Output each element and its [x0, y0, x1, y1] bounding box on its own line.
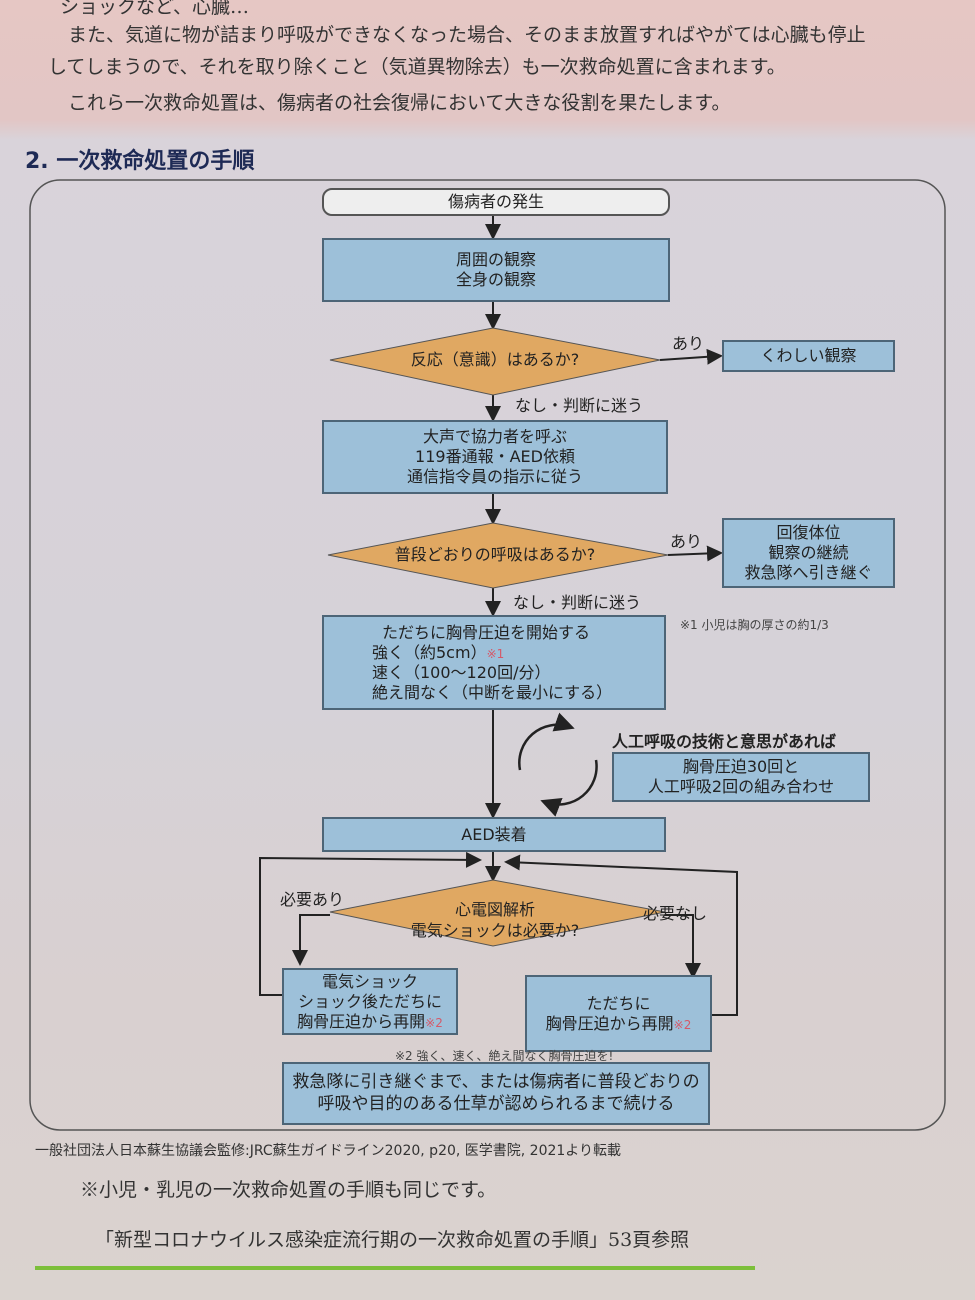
- q3-line: 電気ショックは必要か?: [410, 920, 580, 940]
- detailed-observation-label: くわしい観察: [760, 346, 857, 365]
- observe-line: 全身の観察: [455, 270, 536, 289]
- aed-label: AED装着: [461, 824, 527, 844]
- detailed-observation-box: くわしい観察: [722, 340, 895, 372]
- intro-line-1: また、気道に物が詰まり呼吸ができなくなった場合、そのまま放置すればやがては心臓も…: [68, 24, 866, 46]
- cpr-line: 絶え間なく（中断を最小にする）: [372, 682, 613, 702]
- cpr-box: ただちに胸骨圧迫を開始する 強く（約5cm）※1 速く（100〜120回/分） …: [322, 615, 666, 710]
- note1-mark: ※1: [486, 646, 505, 661]
- cpr-line: 強く（約5cm）: [372, 642, 487, 662]
- q2-text: 普段どおりの呼吸はあるか?: [394, 545, 596, 564]
- observe-line: 周囲の観察: [455, 250, 536, 269]
- final-line: 救急隊に引き継ぐまで、または傷病者に普段どおりの: [292, 1072, 700, 1093]
- breath-line: 胸骨圧迫30回と: [682, 757, 800, 776]
- q2-yes-label: あり: [670, 532, 703, 551]
- shock-line: ショック後ただちに: [297, 991, 442, 1011]
- footer-rule: [35, 1266, 755, 1270]
- call-line: 大声で協力者を呼ぶ: [422, 427, 567, 446]
- observe-box: 周囲の観察全身の観察: [322, 238, 670, 302]
- continue-box: 救急隊に引き継ぐまで、または傷病者に普段どおりの呼吸や目的のある仕草が認められる…: [282, 1062, 710, 1125]
- breath-line: 人工呼吸2回の組み合わせ: [647, 777, 835, 796]
- shock-line: 胸骨圧迫から再開: [297, 1011, 426, 1031]
- intro-line-3: これら一次救命処置は、傷病者の社会復帰において大きな役割を果たします。: [68, 92, 731, 114]
- cycle-arrows-icon: [518, 712, 598, 817]
- shock-line: 電気ショック: [321, 971, 418, 991]
- start-label: 傷病者の発生: [447, 192, 544, 211]
- q3-yes-label: 必要あり: [280, 890, 345, 909]
- call-line: 119番通報・AED依頼: [415, 447, 575, 466]
- footnote-1: ※小児・乳児の一次救命処置の手順も同じです。: [80, 1179, 497, 1201]
- q1-no-label: なし・判断に迷う: [515, 396, 644, 415]
- q3-text: 心電図解析電気ショックは必要か?: [390, 900, 600, 942]
- aed-box: AED装着: [322, 817, 666, 852]
- decision-diamond-3: [329, 879, 666, 947]
- citation: 一般社団法人日本蘇生協議会監修:JRC蘇生ガイドライン2020, p20, 医学…: [35, 1143, 622, 1159]
- note1: ※1 小児は胸の厚さの約1/3: [680, 618, 829, 632]
- noshock-line: ただちに: [586, 993, 651, 1013]
- shock-box: 電気ショックショック後ただちに 胸骨圧迫から再開※2: [282, 968, 458, 1035]
- note2-mark: ※2: [425, 1015, 443, 1030]
- flowchart-frame: [29, 179, 946, 1131]
- cpr-line: ただちに胸骨圧迫を開始する: [382, 622, 591, 642]
- footnote-2: 「新型コロナウイルス感染症流行期の一次救命処置の手順」53頁参照: [95, 1229, 690, 1251]
- note2-mark: ※2: [673, 1017, 692, 1032]
- note2: ※2 強く、速く、絶え間なく胸骨圧迫を!: [395, 1049, 614, 1063]
- intro-line-2: してしまうので、それを取り除くこと（気道異物除去）も一次救命処置に含まれます。: [48, 56, 786, 78]
- no-shock-box: ただちに 胸骨圧迫から再開※2: [525, 975, 712, 1052]
- q1-text: 反応（意識）はあるか?: [410, 350, 580, 369]
- recovery-line: 救急隊へ引き継ぐ: [744, 563, 873, 582]
- call-line: 通信指令員の指示に従う: [406, 467, 583, 486]
- q3-no-label: 必要なし: [643, 904, 708, 923]
- decision-diamond-2: [327, 522, 669, 589]
- recovery-line: 回復体位: [776, 523, 841, 542]
- final-line: 呼吸や目的のある仕草が認められるまで続ける: [317, 1093, 675, 1114]
- recovery-line: 観察の継続: [768, 543, 849, 562]
- start-box: 傷病者の発生: [322, 188, 670, 216]
- noshock-line: 胸骨圧迫から再開: [545, 1013, 674, 1033]
- rescue-breath-condition: 人工呼吸の技術と意思があれば: [612, 732, 837, 751]
- intro-line-0: ショックなど、心臓…: [60, 0, 250, 18]
- q2-no-label: なし・判断に迷う: [513, 593, 642, 612]
- decision-diamond-1: [329, 327, 661, 396]
- rescue-breath-box: 胸骨圧迫30回と人工呼吸2回の組み合わせ: [612, 752, 870, 802]
- q1-yes-label: あり: [672, 334, 705, 353]
- cpr-line: 速く（100〜120回/分）: [372, 662, 551, 682]
- recovery-box: 回復体位観察の継続救急隊へ引き継ぐ: [722, 518, 895, 588]
- q3-line: 心電図解析: [454, 900, 535, 919]
- section-title: 2. 一次救命処置の手順: [25, 149, 255, 174]
